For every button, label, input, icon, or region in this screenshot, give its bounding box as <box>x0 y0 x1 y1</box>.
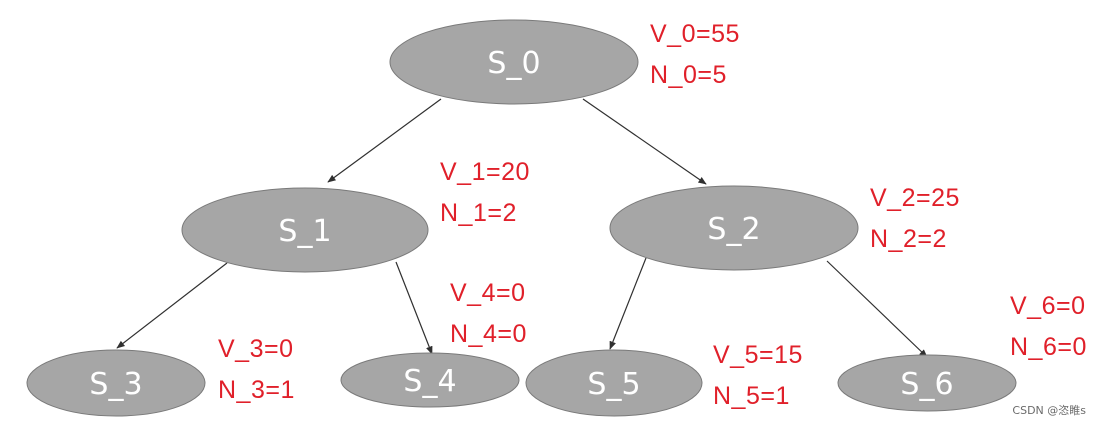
node-s0: S_0 <box>389 19 639 105</box>
value-label-s2: V_2=25 <box>870 184 960 212</box>
value-label-s0: V_0=55 <box>650 20 740 48</box>
node-s1: S_1 <box>181 187 429 273</box>
node-s5: S_5 <box>525 349 703 417</box>
node-label-s6: S_6 <box>900 367 953 402</box>
node-label-s4: S_4 <box>403 364 456 399</box>
node-label-s5: S_5 <box>587 367 640 402</box>
value-label-s3: V_3=0 <box>218 335 294 363</box>
edge-s0-to-s1 <box>327 98 442 183</box>
node-s4: S_4 <box>340 352 520 408</box>
node-ellipse-s5 <box>525 349 703 417</box>
count-label-s6: N_6=0 <box>1010 333 1087 361</box>
node-ellipse-s0 <box>389 19 639 105</box>
node-ellipse-s1 <box>181 187 429 273</box>
node-label-s2: S_2 <box>707 212 760 247</box>
node-s6: S_6 <box>837 354 1017 412</box>
node-ellipse-s3 <box>26 349 206 417</box>
edge-s1-to-s3 <box>116 262 228 349</box>
edge-s2-to-s5 <box>609 257 647 350</box>
node-label-s0: S_0 <box>487 46 540 81</box>
value-label-s4: V_4=0 <box>450 279 526 307</box>
edge-s1-to-s4 <box>395 261 433 355</box>
count-label-s3: N_3=1 <box>218 376 295 404</box>
value-label-s5: V_5=15 <box>713 341 803 369</box>
node-ellipse-s2 <box>609 185 859 271</box>
node-s3: S_3 <box>26 349 206 417</box>
count-label-s2: N_2=2 <box>870 225 947 253</box>
count-label-s1: N_1=2 <box>440 199 517 227</box>
nodes-layer: S_0S_1 S_2S_3 S_4 S_5 S_6 <box>26 19 1017 417</box>
count-label-s0: N_0=5 <box>650 61 727 89</box>
node-label-s3: S_3 <box>89 367 142 402</box>
value-label-s1: V_1=20 <box>440 158 530 186</box>
node-s2: S_2 <box>609 185 859 271</box>
count-label-s5: N_5=1 <box>713 382 790 410</box>
edge-s0-to-s2 <box>582 98 707 185</box>
count-label-s4: N_4=0 <box>450 320 527 348</box>
edges-layer <box>116 98 928 358</box>
watermark: CSDN @恣睢s <box>1012 404 1086 417</box>
node-ellipse-s6 <box>837 354 1017 412</box>
edge-s2-to-s6 <box>826 260 928 358</box>
node-label-s1: S_1 <box>278 214 331 249</box>
node-ellipse-s4 <box>340 352 520 408</box>
value-label-s6: V_6=0 <box>1010 292 1086 320</box>
